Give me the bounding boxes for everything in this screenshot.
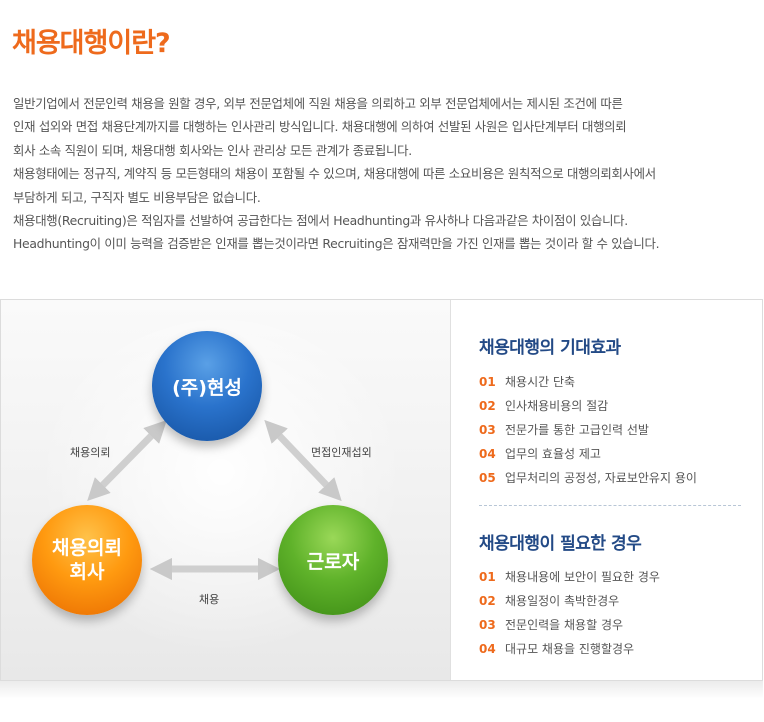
list-item: 04 대규모 채용을 진행할경우 [479, 637, 660, 661]
list-item-text: 전문인력을 채용할 경우 [505, 618, 624, 632]
list-item-number: 02 [479, 594, 496, 608]
list-item-number: 02 [479, 399, 496, 413]
node-client-label-line1: 채용의뢰 [52, 537, 122, 559]
node-worker-label: 근로자 [306, 550, 360, 573]
list-item-text: 채용일정이 촉박한경우 [505, 594, 620, 608]
node-worker: 근로자 [278, 505, 388, 615]
needs-title: 채용대행이 필요한 경우 [479, 534, 642, 554]
list-item-number: 05 [479, 471, 496, 485]
list-item-text: 업무의 효율성 제고 [505, 447, 601, 461]
list-item-text: 인사채용비용의 절감 [505, 399, 609, 413]
edge-label-hire: 채용 [199, 593, 220, 606]
list-item: 01 채용내용에 보안이 필요한 경우 [479, 565, 660, 589]
edge-label-interview: 면접인재섭외 [311, 446, 372, 459]
list-item-number: 01 [479, 375, 496, 389]
list-item: 02 인사채용비용의 절감 [479, 394, 697, 418]
node-company-label: (주)현성 [172, 376, 242, 399]
list-item: 04 업무의 효율성 제고 [479, 442, 697, 466]
list-item-number: 03 [479, 423, 496, 437]
list-item-text: 전문가를 통한 고급인력 선발 [505, 423, 649, 437]
section-divider [479, 505, 741, 506]
description-line: 채용형태에는 정규직, 계약직 등 모든형태의 채용이 포함될 수 있으며, 채… [13, 166, 656, 182]
arrow-request [87, 420, 167, 501]
node-client-company: 채용의뢰 회사 [32, 505, 142, 615]
arrow-interview [264, 419, 342, 502]
description-line: 일반기업에서 전문인력 채용을 원할 경우, 외부 전문업체에 직원 채용을 의… [13, 96, 623, 111]
relationship-diagram: (주)현성 채용의뢰 회사 근로자 채용의뢰 면접인재섭외 채용 [1, 300, 450, 680]
list-item-text: 업무처리의 공정성, 자료보안유지 용이 [505, 471, 697, 485]
benefits-section: 채용대행의 기대효과 01 채용시간 단축 02 인사채용비용의 절감 03 전문가를… [451, 300, 762, 680]
effects-list: 01 채용시간 단축 02 인사채용비용의 절감 03 전문가를 통한 고급인력 선발… [479, 370, 697, 490]
description-line: 회사 소속 직원이 되며, 채용대행 회사와는 인사 관리상 모든 관계가 종료… [13, 142, 412, 158]
description-line: 인재 섭외와 면접 채용단계까지를 대행하는 인사관리 방식입니다. 채용대행에… [13, 119, 627, 135]
list-item: 03 전문가를 통한 고급인력 선발 [479, 418, 697, 442]
description-line: 채용대행(Recruiting)은 적임자를 선발하여 공급한다는 점에서 He… [13, 213, 628, 229]
needs-list: 01 채용내용에 보안이 필요한 경우 02 채용일정이 촉박한경우 03 전문인력을… [479, 565, 660, 661]
list-item-number: 03 [479, 618, 496, 632]
list-item-number: 01 [479, 570, 496, 584]
edge-label-request: 채용의뢰 [70, 446, 111, 459]
list-item-number: 04 [479, 642, 496, 656]
info-panel: (주)현성 채용의뢰 회사 근로자 채용의뢰 면접인재섭외 채용 채용대행의 기… [0, 299, 763, 681]
list-item: 05 업무처리의 공정성, 자료보안유지 용이 [479, 466, 697, 490]
description-line: Headhunting이 이미 능력을 검증받은 인재를 뽑는것이라면 Recr… [13, 236, 660, 252]
list-item: 02 채용일정이 촉박한경우 [479, 589, 660, 613]
page-title: 채용대행이란? [12, 28, 171, 59]
list-item-text: 채용시간 단축 [505, 375, 576, 389]
panel-divider [450, 300, 451, 680]
list-item-text: 채용내용에 보안이 필요한 경우 [505, 570, 660, 584]
diagram-arrows [87, 419, 342, 581]
description-line: 부담하게 되고, 구직자 별도 비용부담은 없습니다. [13, 189, 261, 205]
list-item-number: 04 [479, 447, 496, 461]
list-item: 03 전문인력을 채용할 경우 [479, 613, 660, 637]
node-client-label-line2: 회사 [69, 561, 105, 583]
node-company: (주)현성 [152, 331, 262, 441]
effects-title: 채용대행의 기대효과 [479, 338, 621, 358]
list-item: 01 채용시간 단축 [479, 370, 697, 394]
description: 일반기업에서 전문인력 채용을 원할 경우, 외부 전문업체에 직원 채용을 의… [13, 92, 753, 256]
panel-shadow [0, 681, 763, 699]
list-item-text: 대규모 채용을 진행할경우 [505, 642, 635, 656]
